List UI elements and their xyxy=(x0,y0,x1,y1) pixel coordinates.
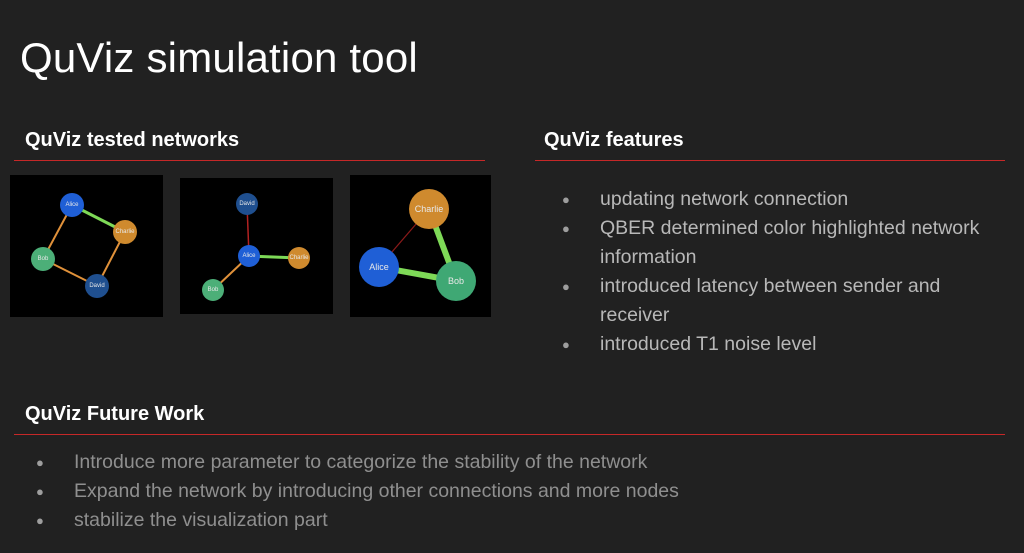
node-circle xyxy=(409,189,449,229)
network-diagram-3: Charlie Alice Bob xyxy=(350,175,491,317)
network-2-svg: David Alice Charlie Bob xyxy=(202,193,310,301)
future-work-heading: QuViz Future Work xyxy=(25,403,205,425)
tested-networks-heading: QuViz tested networks xyxy=(25,129,240,151)
tested-networks-rule xyxy=(14,160,485,161)
node-circle xyxy=(436,261,476,301)
network-1-svg: Alice Charlie Bob David xyxy=(31,193,137,298)
node-label: Bob xyxy=(448,276,464,286)
features-heading: QuViz features xyxy=(544,129,684,151)
node-label: Charlie xyxy=(289,255,309,261)
node-circle xyxy=(238,245,260,267)
future-item: Expand the network by introducing other … xyxy=(36,477,996,506)
features-rule xyxy=(535,160,1005,161)
node-circle xyxy=(31,247,55,271)
feature-item: updating network connection xyxy=(562,185,1002,214)
node-circle xyxy=(236,193,258,215)
features-list: updating network connection QBER determi… xyxy=(562,185,1002,359)
node-label: David xyxy=(239,201,254,207)
node-label: Charlie xyxy=(415,204,444,214)
future-work-list: Introduce more parameter to categorize t… xyxy=(36,448,996,535)
node-circle xyxy=(113,220,137,244)
future-item: stabilize the visualization part xyxy=(36,506,996,535)
network-3-svg: Charlie Alice Bob xyxy=(359,189,476,301)
node-label: Alice xyxy=(369,262,389,272)
feature-item: introduced latency between sender and re… xyxy=(562,272,1002,330)
node-label: Alice xyxy=(242,253,256,259)
slide-title: QuViz simulation tool xyxy=(20,34,418,81)
node-label: David xyxy=(89,283,104,289)
network-diagram-2: David Alice Charlie Bob xyxy=(180,178,333,314)
node-circle xyxy=(60,193,84,217)
future-work-rule xyxy=(14,434,1005,435)
node-circle xyxy=(288,247,310,269)
feature-item: introduced T1 noise level xyxy=(562,330,1002,359)
node-circle xyxy=(85,274,109,298)
network-diagram-1: Alice Charlie Bob David xyxy=(10,175,163,317)
node-label: Bob xyxy=(38,256,49,262)
node-circle xyxy=(359,247,399,287)
node-label: Charlie xyxy=(115,229,135,235)
feature-item: QBER determined color highlighted networ… xyxy=(562,214,1002,272)
node-label: Bob xyxy=(208,287,219,293)
node-label: Alice xyxy=(65,202,79,208)
node-circle xyxy=(202,279,224,301)
future-item: Introduce more parameter to categorize t… xyxy=(36,448,996,477)
